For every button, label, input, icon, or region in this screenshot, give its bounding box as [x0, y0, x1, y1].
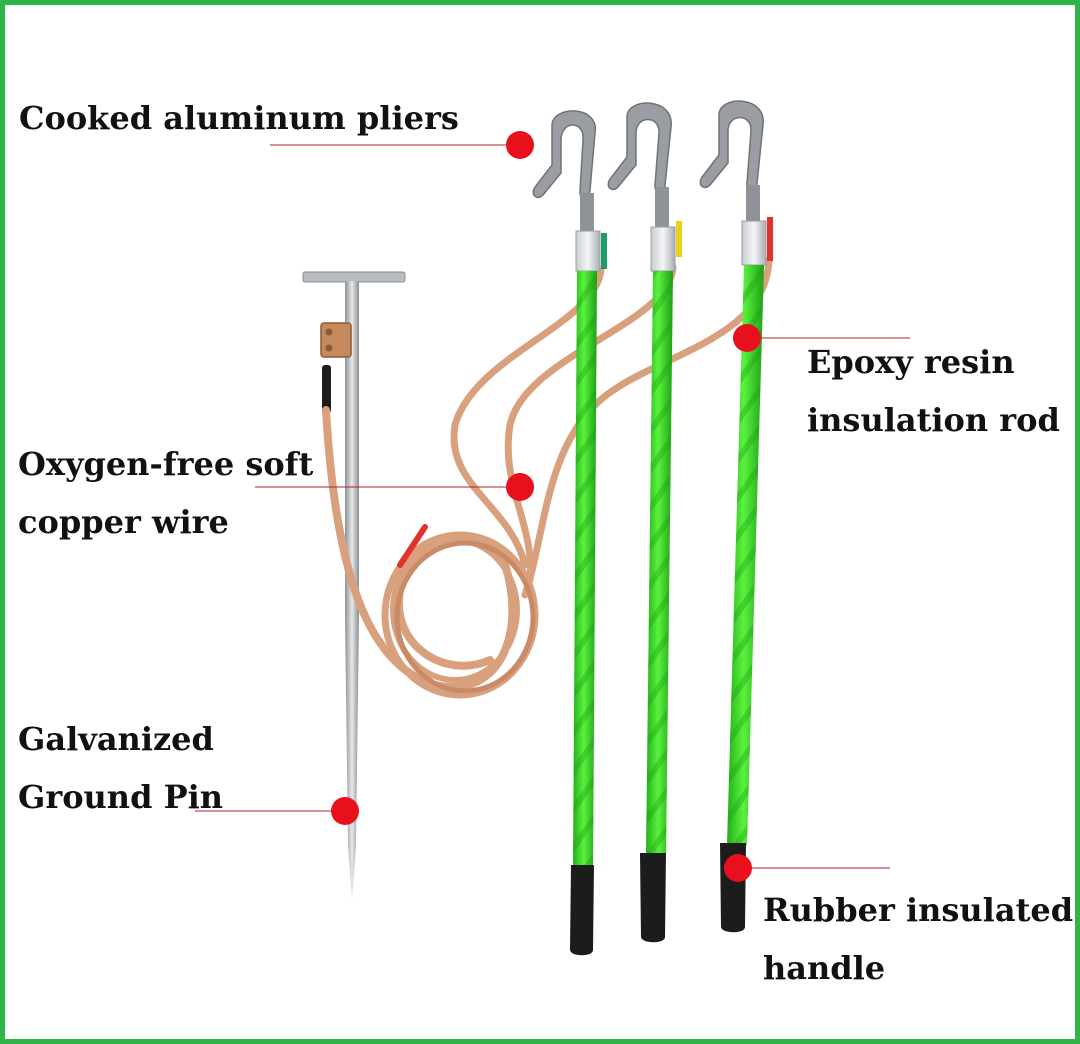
label-handle-line-1: Rubber insulated: [763, 891, 1074, 929]
label-pliers-line-1: Cooked aluminum pliers: [19, 99, 459, 137]
ground-pin: [302, 271, 406, 901]
label-handle-line-2: handle: [763, 949, 886, 987]
label-wire-line-1: Oxygen-free soft: [18, 445, 314, 483]
label-pliers: Cooked aluminum pliers: [19, 89, 459, 147]
product-illustration: [195, 100, 910, 956]
marker-handle: [724, 854, 752, 882]
insulation-rod-3: [699, 100, 773, 933]
label-rod-line-2: insulation rod: [807, 401, 1060, 439]
markers: [331, 131, 761, 882]
label-rod-line-1: Epoxy resin: [807, 343, 1015, 381]
label-wire-line-2: copper wire: [18, 503, 229, 541]
label-wire: Oxygen-free soft copper wire: [18, 435, 313, 551]
marker-pin: [331, 797, 359, 825]
label-pin-line-1: Galvanized: [18, 720, 214, 758]
label-pin: Galvanized Ground Pin: [18, 710, 223, 826]
copper-wires: [322, 256, 773, 699]
insulation-rod-2: [607, 102, 682, 943]
label-rod: Epoxy resin insulation rod: [807, 333, 1060, 449]
marker-wire: [506, 473, 534, 501]
insulation-rod-1: [532, 110, 607, 956]
label-pin-line-2: Ground Pin: [18, 778, 224, 816]
leader-lines: [195, 144, 910, 869]
marker-pliers: [506, 131, 534, 159]
marker-rod: [733, 324, 761, 352]
label-handle: Rubber insulated handle: [763, 881, 1073, 997]
